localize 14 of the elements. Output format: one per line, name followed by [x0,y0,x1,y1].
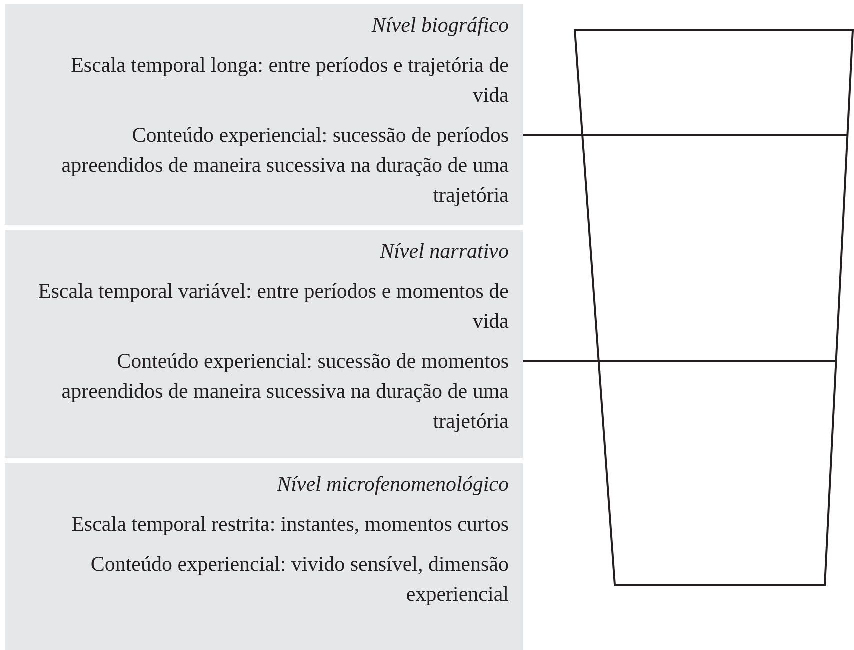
level-description: Conteúdo experiencial: vivido sensível, dimensão experiencial [90,551,509,608]
level-panel [5,230,523,458]
level-heading: Nível biográfico [370,12,509,39]
divider-line [523,134,848,136]
level-heading: Nível microfenomenológico [276,471,509,498]
level-description: Conteúdo experiencial: sucessão de momentos apreendidos de maneira sucessiva na duração de uma trajetória [60,348,509,435]
level-description: Escala temporal longa: entre períodos e trajetória de vida [70,52,509,109]
divider-line [523,360,836,362]
level-heading: Nível narrativo [379,238,509,265]
level-panel [5,463,523,650]
level-description: Escala temporal restrita: instantes, momentos curtos [70,511,509,538]
level-description: Conteúdo experiencial: sucessão de períodos apreendidos de maneira sucessiva na duração de uma trajetória [60,122,509,209]
level-description: Escala temporal variável: entre períodos e momentos de vida [37,278,509,335]
level-panel [5,4,523,225]
